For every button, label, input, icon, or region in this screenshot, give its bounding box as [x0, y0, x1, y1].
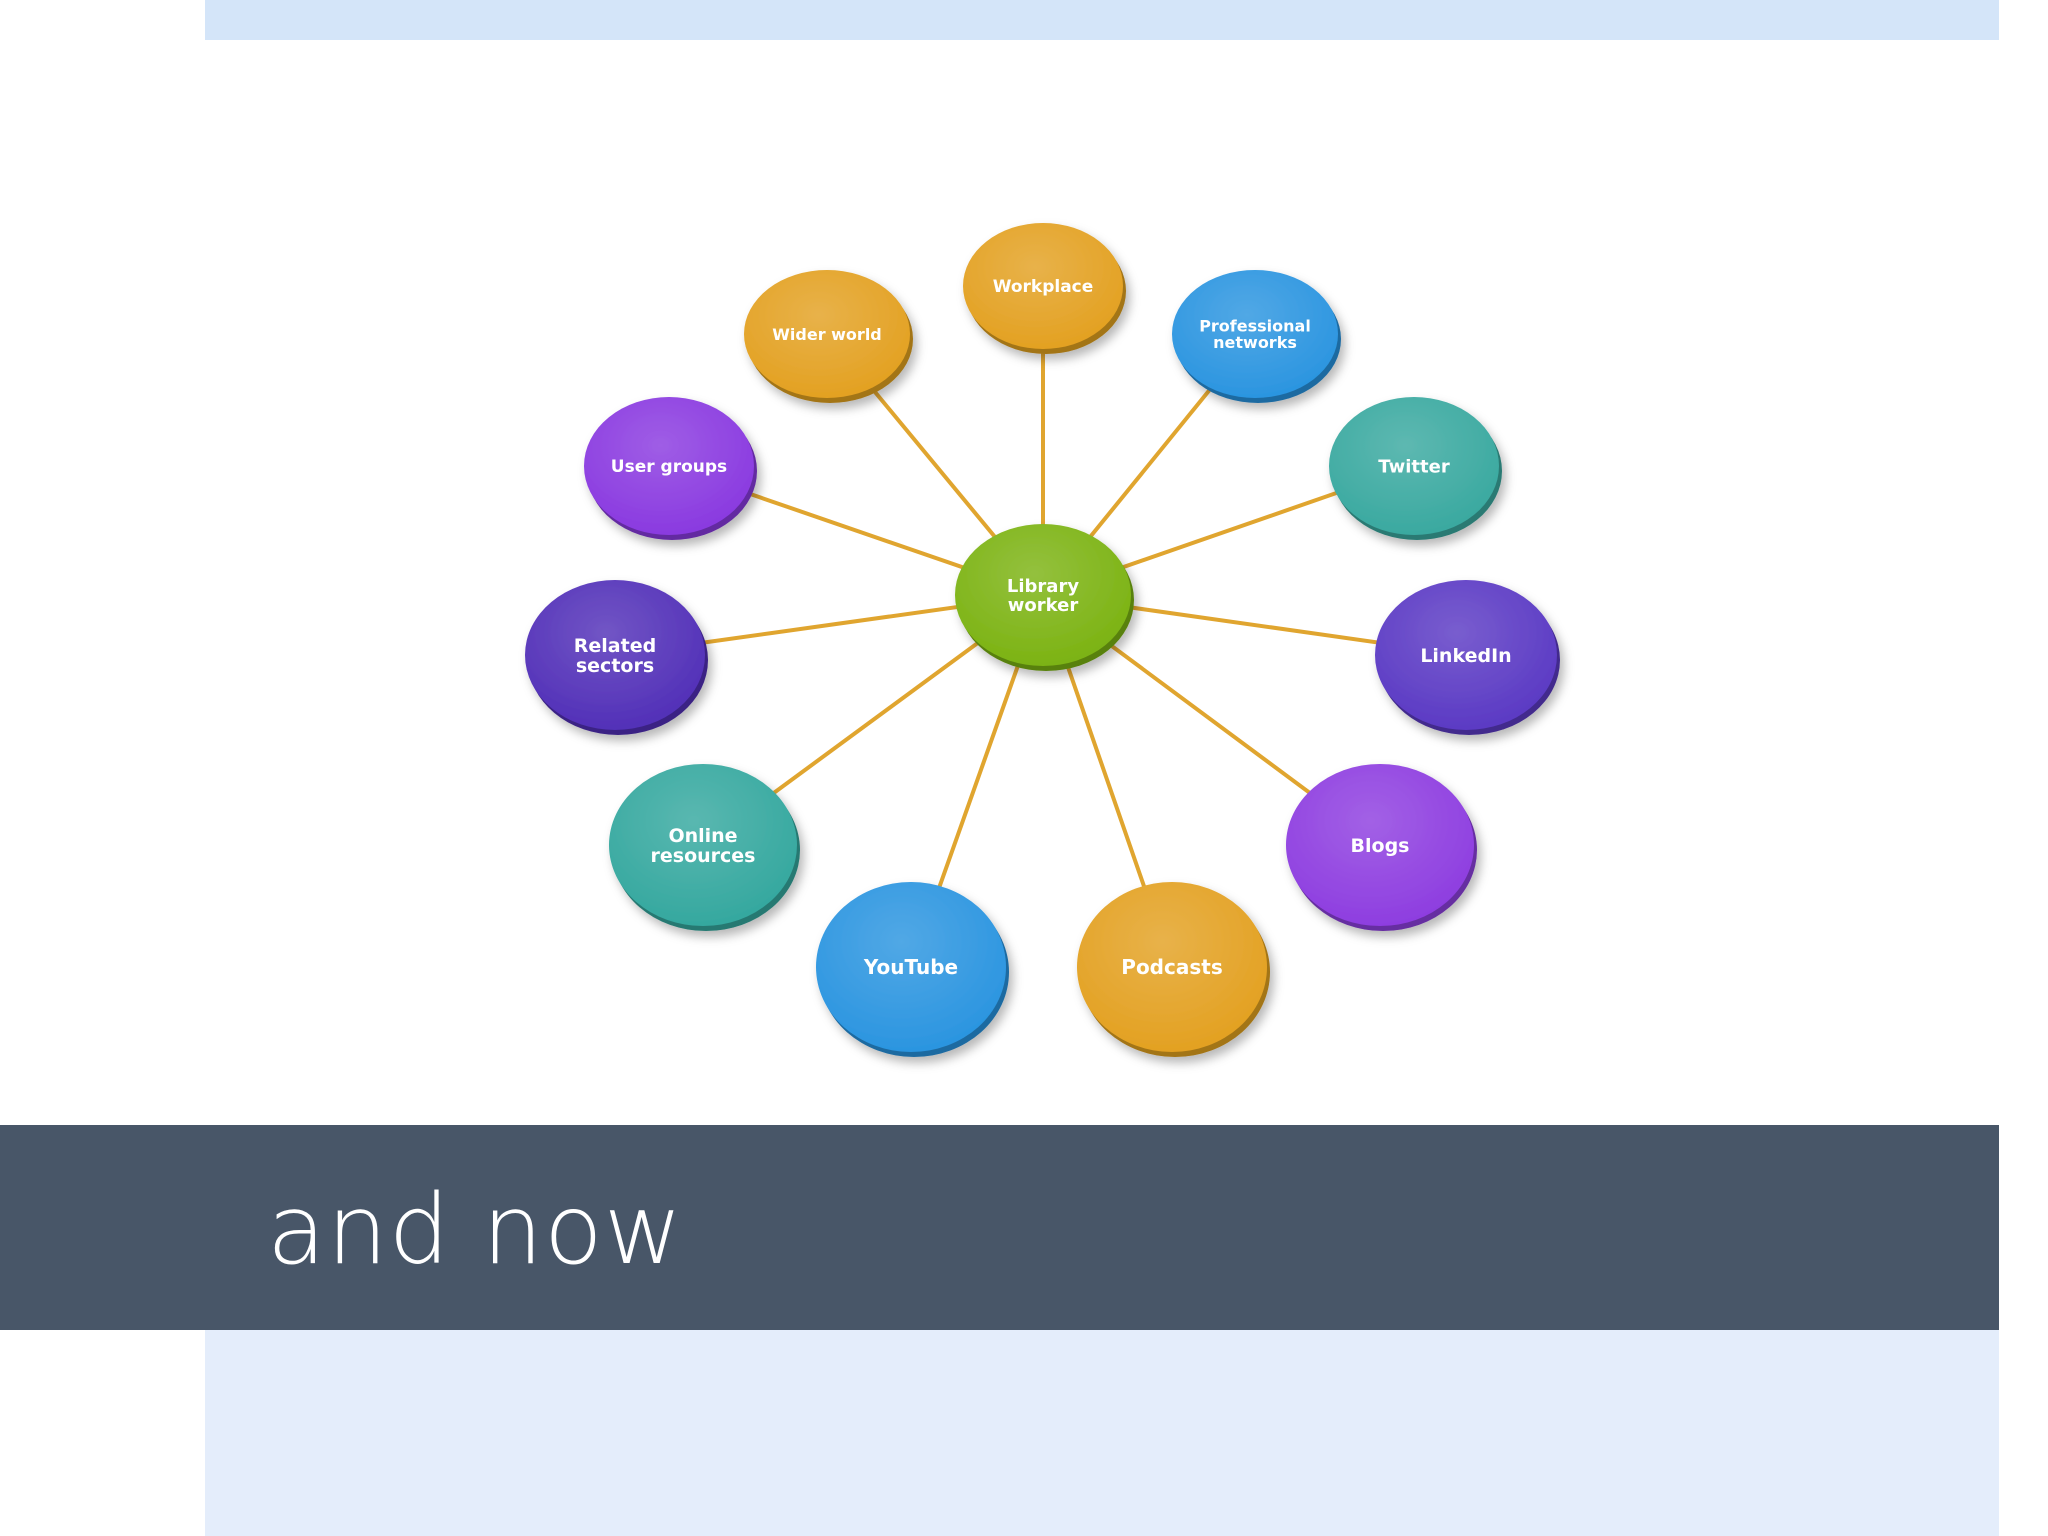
- title-bar: [0, 1125, 1999, 1330]
- node-twitter: Twitter: [1329, 397, 1502, 540]
- node-youtube: YouTube: [816, 882, 1009, 1057]
- node-professional-networks-gloss: [1172, 270, 1338, 398]
- node-wider-world: Wider world: [744, 270, 913, 403]
- node-wider-world-label: Wider world: [772, 325, 882, 344]
- node-user-groups-label: User groups: [611, 457, 727, 477]
- node-linkedin-label: LinkedIn: [1420, 645, 1511, 667]
- center-node-gloss: [955, 524, 1131, 666]
- node-workplace-label: Workplace: [993, 277, 1094, 297]
- slide-title: and now: [267, 1174, 684, 1286]
- node-twitter-gloss: [1329, 397, 1499, 535]
- node-blogs-label: Blogs: [1351, 835, 1410, 857]
- bottom-decorative-band: [205, 1330, 1999, 1536]
- node-podcasts-label: Podcasts: [1121, 955, 1222, 979]
- node-linkedin-gloss: [1375, 580, 1557, 730]
- node-podcasts-gloss: [1077, 882, 1267, 1052]
- node-twitter-label: Twitter: [1378, 456, 1450, 477]
- node-youtube-label: YouTube: [863, 955, 958, 979]
- node-related-sectors-gloss: [525, 580, 705, 730]
- node-podcasts: Podcasts: [1077, 882, 1270, 1057]
- node-workplace-gloss: [963, 223, 1123, 349]
- node-youtube-gloss: [816, 882, 1006, 1052]
- node-linkedin: LinkedIn: [1375, 580, 1560, 735]
- node-blogs-gloss: [1286, 764, 1474, 926]
- node-workplace: Workplace: [963, 223, 1126, 354]
- node-user-groups-gloss: [584, 397, 754, 535]
- node-user-groups: User groups: [584, 397, 757, 540]
- node-blogs: Blogs: [1286, 764, 1477, 931]
- node-wider-world-gloss: [744, 270, 910, 398]
- node-online-resources-gloss: [609, 764, 797, 926]
- top-decorative-band: [205, 0, 1999, 40]
